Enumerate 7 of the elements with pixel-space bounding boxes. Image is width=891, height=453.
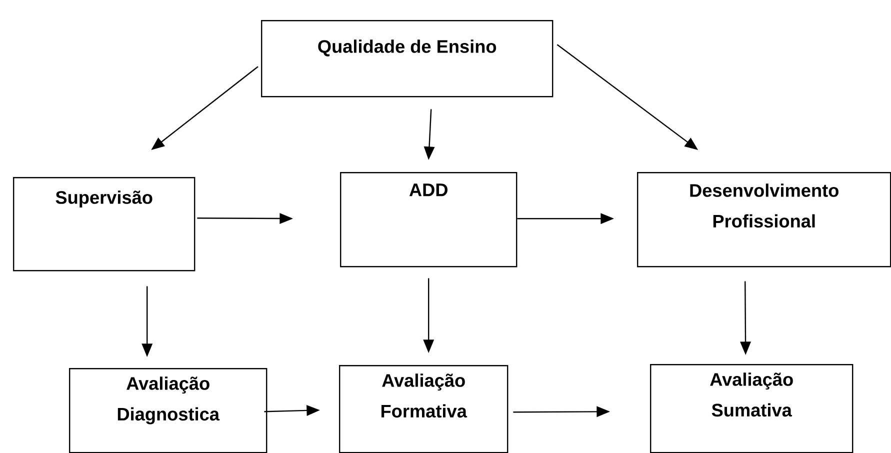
process-box: Supervisão xyxy=(13,177,196,272)
process-box: Avaliação Diagnostica xyxy=(69,368,268,453)
process-box: ADD xyxy=(340,172,518,268)
process-box: Desenvolvimento Profissional xyxy=(637,172,891,268)
process-box: Avaliação Sumativa xyxy=(650,364,854,453)
process-box: Qualidade de Ensino xyxy=(261,20,554,98)
process-box: Avaliação Formativa xyxy=(339,365,508,453)
